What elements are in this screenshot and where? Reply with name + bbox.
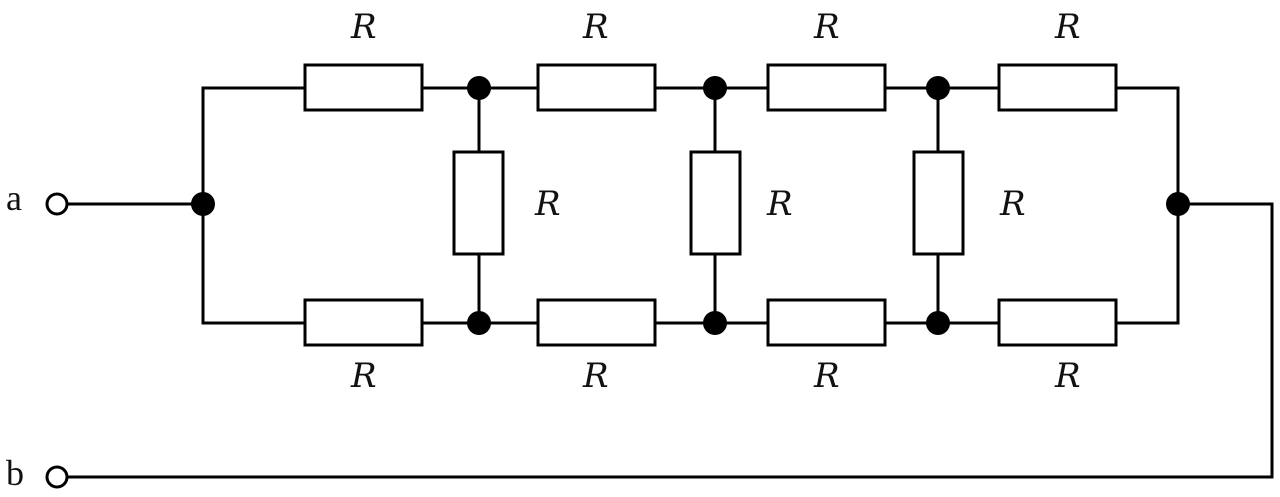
terminal-a-label: a [6, 178, 22, 218]
terminal-a [45, 192, 69, 216]
resistor-label-top-3: R [813, 7, 840, 47]
resistor-label-rung-2: R [766, 184, 793, 224]
junction-node [467, 311, 491, 335]
resistor-label-rung-1: R [534, 184, 561, 224]
resistor-labels: R R R R R R R R R R R [350, 7, 1081, 396]
top-resistors [303, 63, 1118, 112]
resistor-bottom-1 [303, 298, 424, 347]
junction-node [703, 76, 727, 100]
junction-node [926, 76, 950, 100]
resistor-label-bottom-4: R [1054, 356, 1081, 396]
resistor-bottom-2 [536, 298, 657, 347]
junction-node [467, 76, 491, 100]
terminal-b [45, 465, 69, 489]
resistor-top-2 [536, 63, 657, 112]
resistor-rung-1 [452, 150, 505, 256]
resistor-top-1 [303, 63, 424, 112]
resistor-label-bottom-3: R [813, 356, 840, 396]
junction-node [191, 192, 215, 216]
resistor-label-top-2: R [582, 7, 609, 47]
junction-nodes [191, 76, 1190, 335]
resistor-label-top-1: R [350, 7, 377, 47]
resistor-top-3 [766, 63, 887, 112]
resistor-bottom-4 [997, 298, 1118, 347]
resistor-label-top-4: R [1054, 7, 1081, 47]
terminal-b-label: b [6, 453, 24, 493]
resistor-bottom-3 [766, 298, 887, 347]
junction-node [703, 311, 727, 335]
resistor-rung-2 [689, 150, 742, 256]
resistor-top-4 [997, 63, 1118, 112]
junction-node [926, 311, 950, 335]
resistor-label-bottom-2: R [582, 356, 609, 396]
resistor-label-bottom-1: R [350, 356, 377, 396]
wire-b-return [64, 202, 1274, 479]
rung-resistors [452, 150, 965, 256]
resistor-rung-3 [912, 150, 965, 256]
bottom-resistors [303, 298, 1118, 347]
wires [64, 86, 1274, 479]
junction-node [1166, 192, 1190, 216]
resistor-label-rung-3: R [999, 184, 1026, 224]
